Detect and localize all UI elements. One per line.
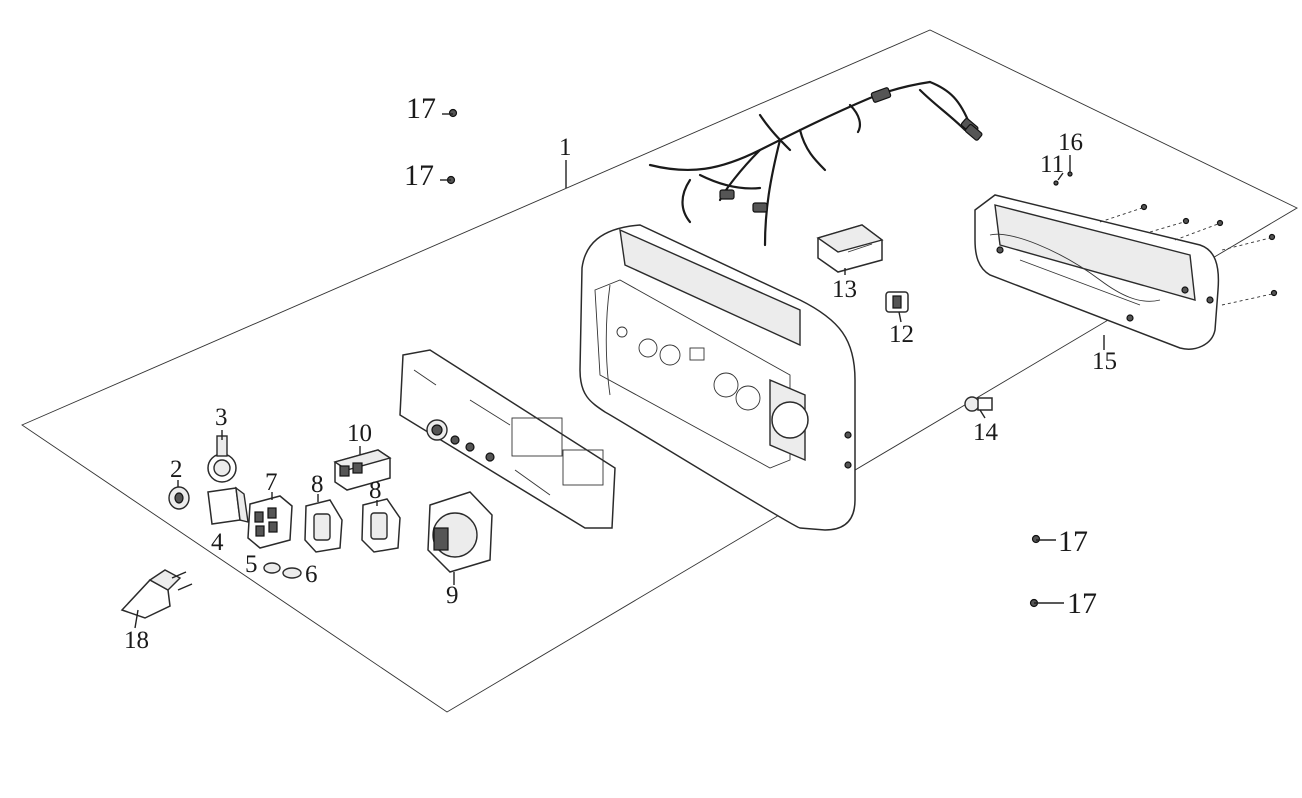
part-18-plug — [120, 569, 193, 619]
part-10-terminal-block — [333, 449, 392, 491]
part-12-switch — [885, 291, 909, 313]
callout-17c: 17 — [1058, 525, 1088, 558]
callout-1: 1 — [559, 134, 572, 161]
callout-17b: 17 — [404, 159, 434, 192]
callout-7: 7 — [265, 469, 278, 496]
part-5-fuse — [263, 562, 281, 574]
callout-9: 9 — [446, 582, 459, 609]
callout-16: 16 — [1058, 129, 1083, 156]
control-panel-faceplate — [399, 349, 616, 529]
callout-5: 5 — [245, 551, 258, 578]
callout-15: 15 — [1092, 348, 1117, 375]
callout-14: 14 — [973, 419, 999, 446]
front-frame-housing — [579, 224, 856, 531]
callout-18: 18 — [124, 627, 149, 654]
part-8a-socket — [304, 499, 343, 553]
assembly-boundary — [21, 29, 1298, 713]
part-8b-socket — [361, 498, 401, 553]
callout-10: 10 — [347, 420, 372, 447]
callout-13: 13 — [832, 276, 857, 303]
part-7-breaker — [247, 495, 293, 549]
part-15-rear-cover — [974, 194, 1220, 350]
callout-11: 11 — [1040, 151, 1064, 178]
part-2-knob — [168, 486, 190, 510]
leader-lines — [134, 113, 1105, 629]
part-3-switch-knob — [207, 435, 237, 483]
part-4-box — [207, 486, 249, 525]
callout-17d: 17 — [1067, 587, 1097, 620]
callout-8b: 8 — [369, 477, 382, 504]
callout-8a: 8 — [311, 471, 324, 498]
callout-2: 2 — [170, 456, 183, 483]
cover-screws — [1053, 171, 1278, 306]
part-6-fuse — [282, 567, 302, 579]
callout-17a: 17 — [406, 92, 436, 125]
callout-6: 6 — [305, 561, 318, 588]
callout-12: 12 — [889, 321, 914, 348]
part-13-module-box — [816, 224, 884, 273]
callout-4: 4 — [211, 529, 224, 556]
part-14-fitting — [964, 396, 993, 412]
part-9-outlet — [427, 491, 493, 573]
callout-3: 3 — [215, 404, 228, 431]
wiring-harness — [648, 80, 983, 247]
